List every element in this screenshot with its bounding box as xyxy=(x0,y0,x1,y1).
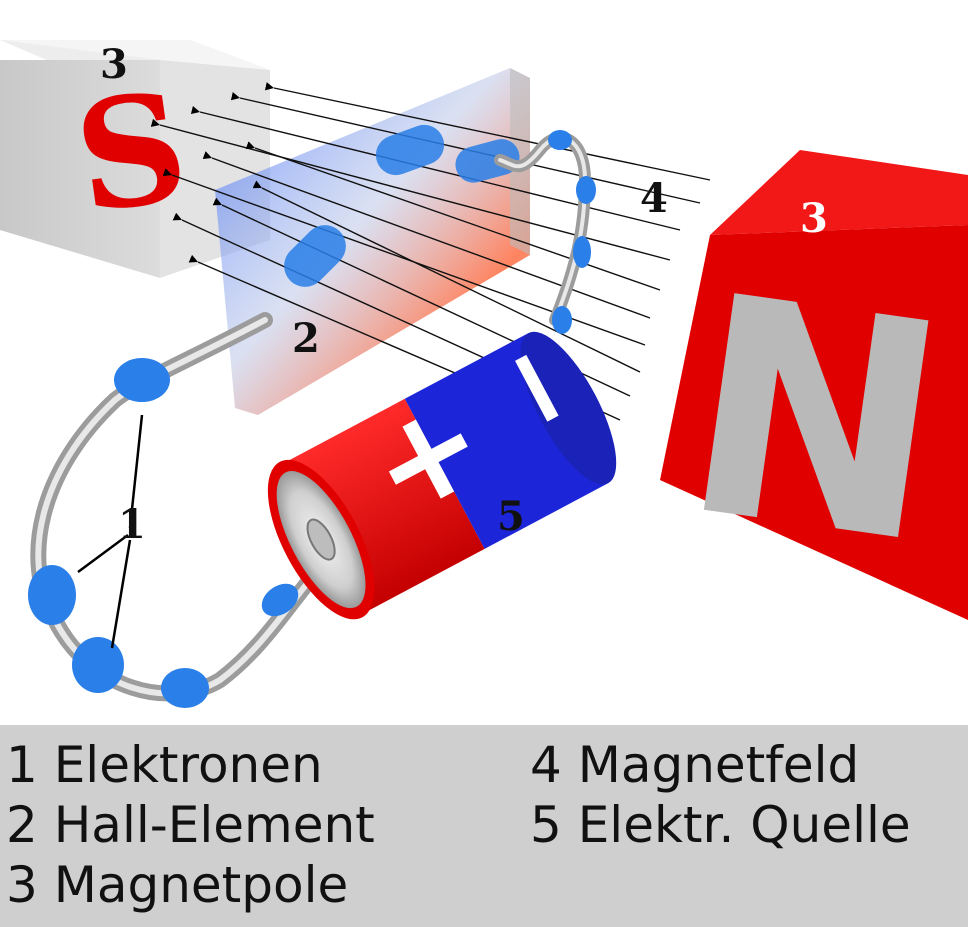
magnet-s-pole xyxy=(0,40,270,278)
label-field: 4 xyxy=(640,175,668,222)
magnet-n-pole xyxy=(660,150,968,620)
pole-n-letter: N xyxy=(667,231,964,612)
label-source: 5 xyxy=(497,493,525,540)
label-pole-left: 3 xyxy=(100,41,128,88)
legend-item-2: 2 Hall-Element xyxy=(6,796,375,854)
electron-pointer-lines xyxy=(77,414,144,649)
label-pole-right: 3 xyxy=(800,195,828,242)
battery xyxy=(267,331,617,620)
legend-item-5: 5 Elektr. Quelle xyxy=(530,796,911,854)
legend-item-4: 4 Magnetfeld xyxy=(530,736,860,794)
label-electrons: 1 xyxy=(118,501,146,548)
hall-effect-diagram: S 3 N 3 2 4 xyxy=(0,40,968,708)
legend: 1 Elektronen 2 Hall-Element 3 Magnetpole… xyxy=(0,725,968,927)
legend-item-3: 3 Magnetpole xyxy=(6,856,349,914)
legend-item-1: 1 Elektronen xyxy=(6,736,323,794)
label-hall-element: 2 xyxy=(292,315,320,362)
electrons-on-wire xyxy=(28,130,596,708)
electrons-in-plate xyxy=(284,124,520,287)
